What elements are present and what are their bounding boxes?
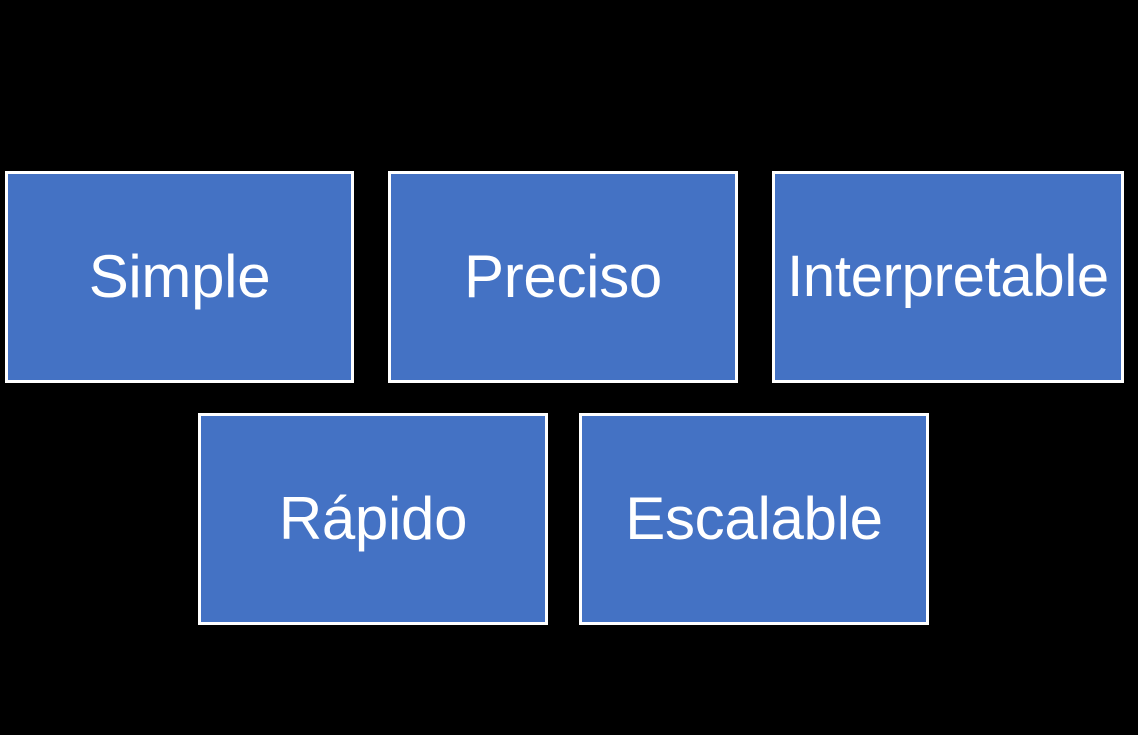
diagram-node-preciso[interactable]: Preciso <box>388 171 738 383</box>
diagram-node-escalable[interactable]: Escalable <box>579 413 929 625</box>
diagram-node-rapido[interactable]: Rápido <box>198 413 548 625</box>
diagram-node-label: Preciso <box>464 243 662 310</box>
diagram-node-interpretable[interactable]: Interpretable <box>772 171 1124 383</box>
diagram-node-label: Rápido <box>278 485 468 552</box>
diagram-node-label: Simple <box>88 243 271 310</box>
diagram-node-label: Escalable <box>625 485 883 552</box>
diagram-node-simple[interactable]: Simple <box>5 171 354 383</box>
diagram-node-label: Interpretable <box>787 244 1109 310</box>
